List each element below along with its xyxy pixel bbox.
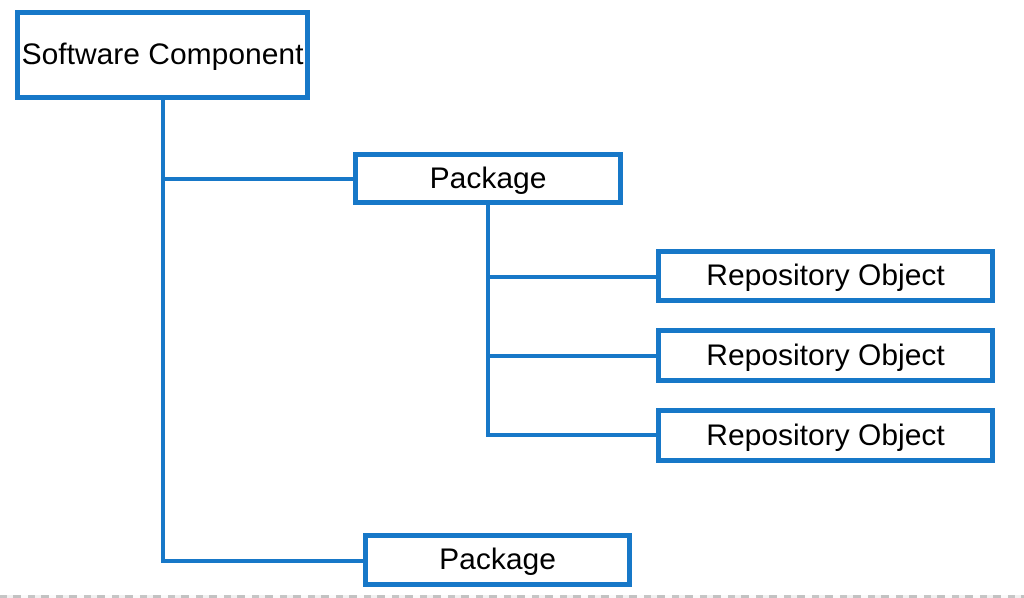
node-repository-object-1: Repository Object xyxy=(656,249,995,303)
connector-to-package-top xyxy=(161,177,353,181)
connector-package-trunk xyxy=(486,205,490,437)
bottom-edge-artifact xyxy=(0,595,1024,598)
connector-software-component-trunk xyxy=(161,100,165,563)
node-package-top-label: Package xyxy=(429,161,547,195)
node-package-bottom-label: Package xyxy=(439,543,556,576)
node-software-component-label: Software Component xyxy=(21,38,304,71)
node-repository-object-3: Repository Object xyxy=(656,408,995,463)
connector-to-repository-object-1 xyxy=(486,275,656,279)
node-package-bottom: Package xyxy=(363,533,632,587)
node-repository-object-3-label: Repository Object xyxy=(706,418,945,452)
node-software-component: Software Component xyxy=(15,10,310,100)
connector-to-package-bottom xyxy=(161,559,363,563)
node-repository-object-1-label: Repository Object xyxy=(706,259,945,292)
node-repository-object-2: Repository Object xyxy=(656,328,995,383)
connector-to-repository-object-3 xyxy=(486,433,656,437)
node-package-top: Package xyxy=(353,152,623,205)
connector-to-repository-object-2 xyxy=(486,354,656,358)
node-repository-object-2-label: Repository Object xyxy=(706,338,945,372)
